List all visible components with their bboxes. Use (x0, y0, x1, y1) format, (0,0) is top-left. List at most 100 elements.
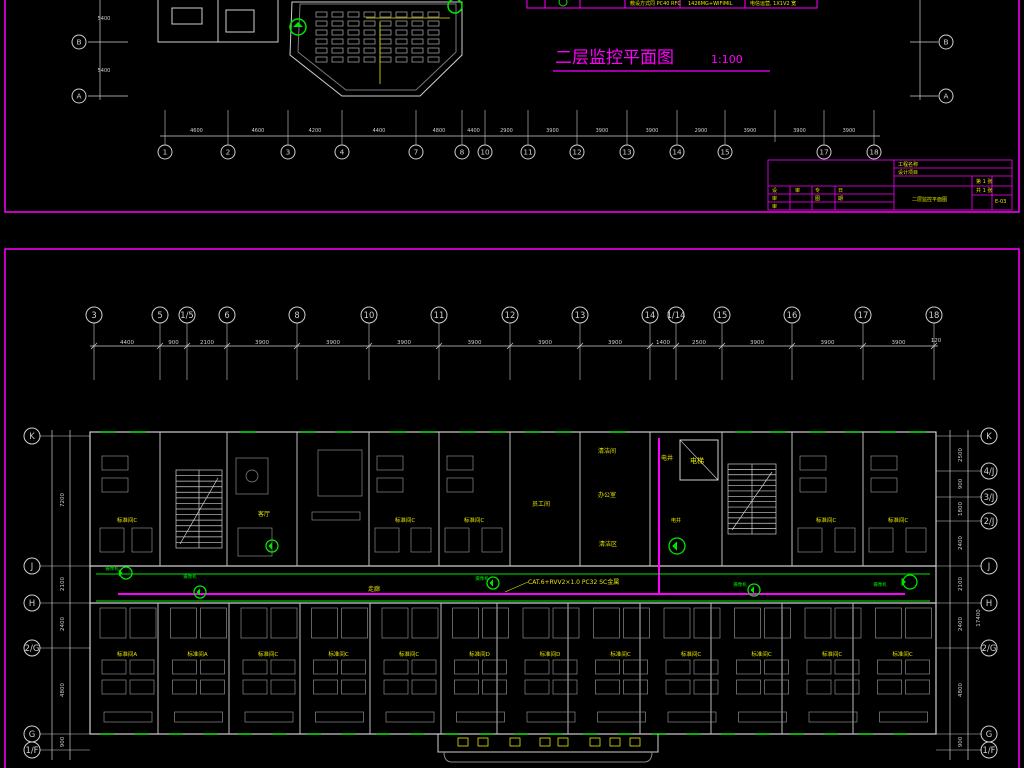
room-furniture (99, 449, 932, 723)
axis-label: H (29, 598, 35, 608)
stair-icon (175, 469, 223, 549)
top-building-plan (157, 0, 463, 97)
dimension-text: 4800 (60, 683, 66, 697)
axis-label: 12 (572, 148, 581, 157)
axis-label: 18 (929, 310, 940, 320)
axis-label: G (986, 729, 993, 739)
axis-bubble-icon: J (980, 557, 998, 575)
axis-label: 13 (575, 310, 586, 320)
dimension-text: 900 (958, 736, 964, 747)
dimension-text: 7200 (60, 493, 66, 507)
room-label-office: 办公室 (598, 491, 616, 499)
dimension-text: 2400 (60, 617, 66, 631)
room-label-cleaning: 清洁间 (598, 447, 616, 455)
door-icon (629, 737, 641, 747)
axis-label: A (943, 92, 948, 101)
dimension-text: 3900 (255, 340, 269, 346)
room-label: 标准间A (187, 650, 208, 658)
door-icon (457, 737, 469, 747)
axis-label: 3/J (984, 492, 995, 502)
room-label: 标准间C (610, 650, 631, 658)
room-label: 标准间C (816, 516, 837, 524)
room-label: 标准间D (540, 650, 561, 658)
axis-bubble-icon: H (980, 594, 998, 612)
axis-label: B (76, 38, 81, 47)
axis-label: 15 (717, 310, 728, 320)
axis-bubble-icon: 18 (925, 306, 943, 324)
camera-icon (265, 539, 279, 553)
dimension-text: 2400 (958, 617, 964, 631)
axis-bubble-icon: 6 (218, 306, 236, 324)
top-sheet: 1426MG+WIFIMIL 电信运营, 1X1V2 宽 敷设方式同 PC40 … (4, 0, 1020, 213)
dimension-text: 4800 (433, 128, 446, 134)
corridor-label: 走廊 (368, 585, 380, 593)
cable-label-leader (504, 581, 529, 593)
room-label-living: 客厅 (258, 510, 270, 518)
dimension-text: 900 (958, 478, 964, 489)
axis-bubble-icon: 10 (360, 306, 378, 324)
axis-label: 5 (157, 310, 162, 320)
tb-row-2: 设计项目 (898, 169, 918, 176)
dimension-text: 2100 (200, 340, 214, 346)
axis-bubble-icon: 8 (454, 144, 470, 160)
camera-icon (901, 574, 918, 590)
tb-sheet: 第 1 张 (976, 178, 992, 185)
door-icon (589, 737, 601, 747)
dimension-text: 5400 (98, 68, 111, 74)
dimension-text: 4400 (120, 340, 134, 346)
axis-label: 13 (622, 148, 632, 157)
dimension-text: 2900 (695, 128, 708, 134)
axis-label: 14 (645, 310, 656, 320)
door-icon (557, 737, 569, 747)
axis-bubble-icon: 1/14 (667, 306, 686, 324)
legend-text-1: 1426MG+WIFIMIL (688, 1, 733, 7)
camera-label: 摄像机 (105, 565, 119, 572)
room-label: 标准间C (681, 650, 702, 658)
axis-bubble-icon: 2 (220, 144, 236, 160)
cable-label: CAT.6+RVV2×1.0 PC32 SC金属 (528, 578, 619, 586)
dimension-text: 3900 (546, 128, 559, 134)
room-label: 标准间C (395, 516, 416, 524)
dimension-text: 3900 (397, 340, 411, 346)
axis-label: J (987, 561, 990, 571)
axis-label: 1 (163, 148, 168, 157)
tb-cell-3: 审 (772, 203, 777, 210)
axis-label: 1/14 (667, 310, 686, 320)
axis-bubble-icon: 14 (641, 306, 659, 324)
door-icon (509, 737, 521, 747)
dimension-text: 4800 (958, 683, 964, 697)
dimension-text: 3900 (538, 340, 552, 346)
axis-label: 7 (414, 148, 419, 157)
room-label-staff: 员工间 (532, 500, 550, 508)
axis-bubble-icon: G (23, 725, 41, 743)
axis-bubble-icon: 14 (669, 144, 685, 160)
axis-label: 8 (294, 310, 299, 320)
drawing-scale: 1:100 (711, 53, 743, 66)
tb-cell-6: 图 (815, 196, 820, 202)
axis-label: K (29, 431, 35, 441)
dimension-text: 2500 (692, 340, 706, 346)
room-label: 标准间C (892, 650, 913, 658)
top-sheet-frame (4, 0, 1020, 213)
axis-label: A (76, 92, 81, 101)
tb-cell-4: 审 (795, 187, 800, 194)
camera-icon (447, 0, 463, 14)
dimension-text: 3900 (750, 340, 764, 346)
axis-bubble-icon: B (71, 34, 87, 50)
dimension-text: 4600 (252, 128, 265, 134)
axis-bubble-icon: H (23, 594, 41, 612)
dimension-text: 3900 (646, 128, 659, 134)
dimension-text: 4200 (309, 128, 322, 134)
camera-icon (289, 18, 307, 36)
axis-bubble-icon: 8 (288, 306, 306, 324)
room-label: 标准间D (469, 650, 490, 658)
room-label: 标准间C (117, 516, 138, 524)
title-block-text: 工程名称 设计项目 设 审 审 审 专 图 日 期 二层监控平面图 第 1 张 … (772, 161, 1006, 210)
room-label: 标准间C (822, 650, 843, 658)
axis-label: 8 (460, 148, 465, 157)
axis-label: 1/F (26, 745, 39, 755)
